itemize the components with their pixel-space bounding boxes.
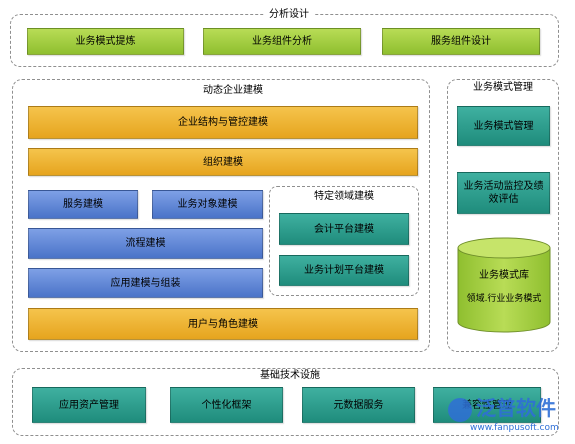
compatibility-management-box: 兼容性管理 (433, 387, 541, 423)
planning-platform-box: 业务计划平台建模 (279, 255, 409, 286)
pattern-library-subtitle: 领域.行业业务模式 (466, 294, 542, 304)
infrastructure-group (12, 368, 559, 436)
asset-management-box: 应用资产管理 (32, 387, 146, 423)
pattern-management-group (447, 79, 559, 352)
watermark-url: www.fanpusoft.com (470, 423, 559, 433)
process-model-box: 流程建模 (28, 228, 263, 259)
pattern-manage-box: 业务模式管理 (457, 106, 550, 146)
personalization-framework-box: 个性化框架 (170, 387, 283, 423)
analysis-design-title: 分析设计 (264, 9, 314, 21)
infrastructure-title: 基础技术设施 (260, 370, 320, 381)
metadata-service-box: 元数据服务 (302, 387, 415, 423)
accounting-platform-box: 会计平台建模 (279, 213, 409, 245)
user-role-box: 用户与角色建模 (28, 308, 418, 340)
service-model-box: 服务建模 (28, 190, 138, 219)
pattern-management-title: 业务模式管理 (473, 82, 533, 93)
object-model-box: 业务对象建模 (152, 190, 263, 219)
dynamic-modeling-title: 动态企业建模 (203, 85, 263, 96)
watermark-logo-icon (448, 398, 472, 422)
app-model-box: 应用建模与组装 (28, 268, 263, 298)
activity-monitor-box: 业务活动监控及绩效评估 (457, 172, 550, 214)
org-structure-box: 企业结构与管控建模 (28, 106, 418, 139)
component-analysis-box: 业务组件分析 (203, 28, 361, 55)
domain-modeling-group (269, 186, 419, 296)
dynamic-modeling-group (12, 79, 430, 352)
watermark-brand: 泛普软件 (476, 396, 556, 420)
domain-modeling-title: 特定领域建模 (314, 191, 374, 202)
pattern-library-title: 业务模式库 (479, 270, 529, 281)
pattern-library-cylinder (457, 237, 551, 333)
org-model-box: 组织建模 (28, 148, 418, 176)
service-design-box: 服务组件设计 (382, 28, 540, 55)
pattern-extract-box: 业务模式提炼 (27, 28, 184, 55)
